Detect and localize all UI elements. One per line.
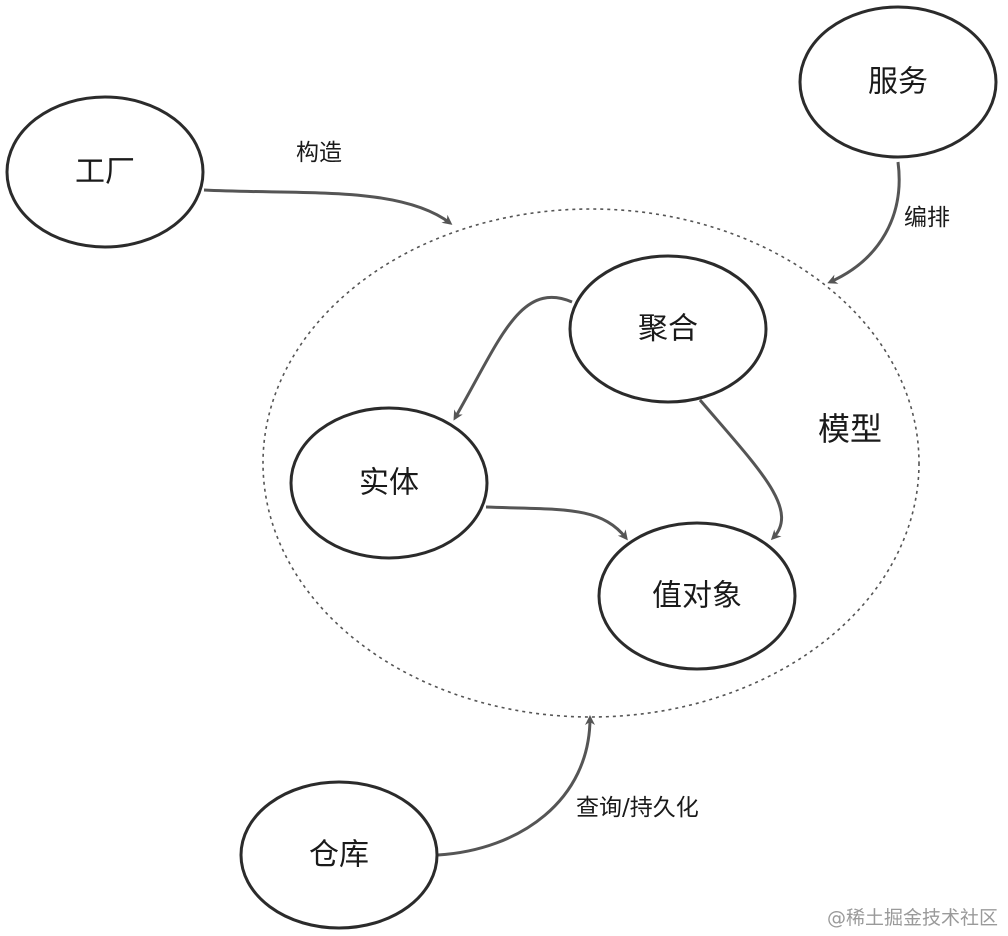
node-service [798, 5, 998, 159]
node-entity [289, 406, 489, 560]
edge-label-orchestrate: 编排 [904, 205, 950, 231]
edge-entity-to-value-object [485, 505, 628, 541]
edge-service-to-model [827, 161, 901, 284]
node-entity-label: 实体 [359, 466, 419, 501]
model-label: 模型 [818, 410, 882, 448]
edge-repository-to-model [437, 715, 595, 857]
node-aggregate-label: 聚合 [638, 312, 698, 347]
node-value-object-label: 值对象 [652, 579, 742, 614]
edge-factory-to-model [203, 188, 453, 225]
watermark: @稀土掘金技术社区 [826, 907, 998, 929]
edge-aggregate-to-entity [453, 295, 573, 421]
node-repository-label: 仓库 [309, 838, 369, 873]
node-factory [5, 95, 205, 249]
node-factory-label: 工厂 [75, 155, 135, 190]
node-aggregate [568, 254, 768, 404]
node-service-label: 服务 [868, 65, 928, 100]
edge-aggregate-to-value-object [698, 399, 784, 541]
model-boundary [262, 208, 920, 718]
node-value-object [597, 521, 797, 671]
node-repository [239, 780, 439, 930]
edge-label-query-persist: 查询/持久化 [576, 795, 699, 821]
edge-label-construct: 构造 [296, 140, 342, 166]
